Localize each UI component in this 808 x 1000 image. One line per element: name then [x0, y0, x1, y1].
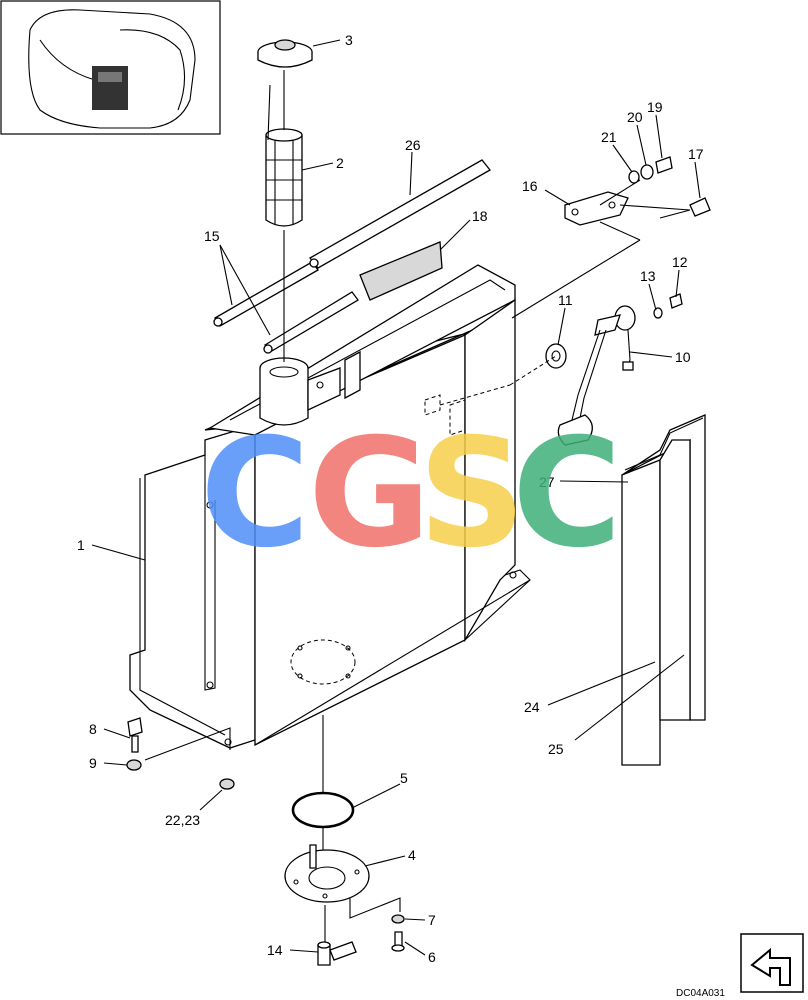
- tank-body: [129, 264, 531, 749]
- label-part-16: 16: [522, 178, 538, 194]
- label-part-25: 25: [548, 741, 564, 757]
- part-18-pad: [359, 241, 443, 301]
- label-part-3: 3: [345, 32, 353, 48]
- watermark-letter-3: S: [418, 407, 526, 581]
- part-6-7-bolt-washer: [391, 914, 405, 952]
- watermark-letter-2: G: [308, 407, 431, 581]
- watermark: C G S C: [200, 407, 622, 581]
- label-part-7: 7: [428, 912, 436, 928]
- part-16-bracket: [564, 191, 629, 226]
- label-part-12: 12: [672, 254, 688, 270]
- drawing-code: DC04A031: [676, 988, 725, 999]
- label-part-20: 20: [627, 109, 643, 125]
- label-part-21: 21: [601, 129, 617, 145]
- part-4-port-flange: [284, 844, 370, 903]
- label-part-8: 8: [89, 721, 97, 737]
- assembly-line-sender-2: [439, 384, 511, 406]
- label-part-10: 10: [675, 349, 691, 365]
- part-11-gasket: [545, 343, 567, 369]
- part-2-strainer: [265, 84, 303, 227]
- label-part-4: 4: [408, 847, 416, 863]
- part-14-fitting: [317, 941, 357, 966]
- part-17-bolt: [659, 197, 711, 219]
- assembly-line-sender: [509, 355, 557, 386]
- label-part-13: 13: [640, 268, 656, 284]
- part-19-20-21-hardware: [628, 156, 673, 184]
- assembly-line-bracket: [599, 179, 641, 206]
- part-15-strips: [213, 261, 359, 354]
- label-part-24: 24: [524, 699, 540, 715]
- leader-lines: [91, 39, 701, 956]
- label-part-6: 6: [428, 949, 436, 965]
- part-10-level-sender: [557, 305, 636, 446]
- label-part-27: 27: [539, 474, 555, 490]
- label-part-26: 26: [405, 137, 421, 153]
- label-part-14: 14: [267, 942, 283, 958]
- part-8-9-bolt-washer: [126, 717, 143, 771]
- label-part-22-23: 22,23: [165, 812, 200, 828]
- assembly-line-tank-bolt: [144, 727, 231, 761]
- locator-inset: [0, 0, 221, 135]
- label-part-2: 2: [336, 155, 344, 171]
- label-part-1: 1: [77, 537, 85, 553]
- assembly-line-bracket-2: [599, 221, 641, 241]
- part-24-25-27-covers: [621, 414, 706, 766]
- part-5-o-ring: [291, 791, 355, 829]
- part-26-strip: [309, 159, 491, 269]
- label-part-15: 15: [204, 228, 220, 244]
- part-labels: 3 2 26 18 15 16 21 20 19 17 12 13 10 11 …: [77, 32, 704, 965]
- label-part-17: 17: [688, 146, 704, 162]
- label-part-5: 5: [400, 770, 408, 786]
- watermark-letter-1: C: [200, 407, 310, 581]
- label-part-9: 9: [89, 755, 97, 771]
- navigation-arrow-icon[interactable]: [740, 933, 804, 993]
- assembly-line-bracket-3: [511, 239, 641, 319]
- part-12-13-screw-washer: [653, 293, 683, 319]
- part-22-23-washer: [219, 778, 235, 790]
- assembly-line-bolt: [619, 204, 691, 211]
- watermark-letter-4: C: [512, 407, 622, 581]
- label-part-11: 11: [558, 292, 573, 308]
- assembly-line-flange-bolt: [349, 897, 401, 919]
- label-part-19: 19: [647, 99, 663, 115]
- label-part-18: 18: [472, 208, 488, 224]
- part-3-cap: [257, 39, 313, 68]
